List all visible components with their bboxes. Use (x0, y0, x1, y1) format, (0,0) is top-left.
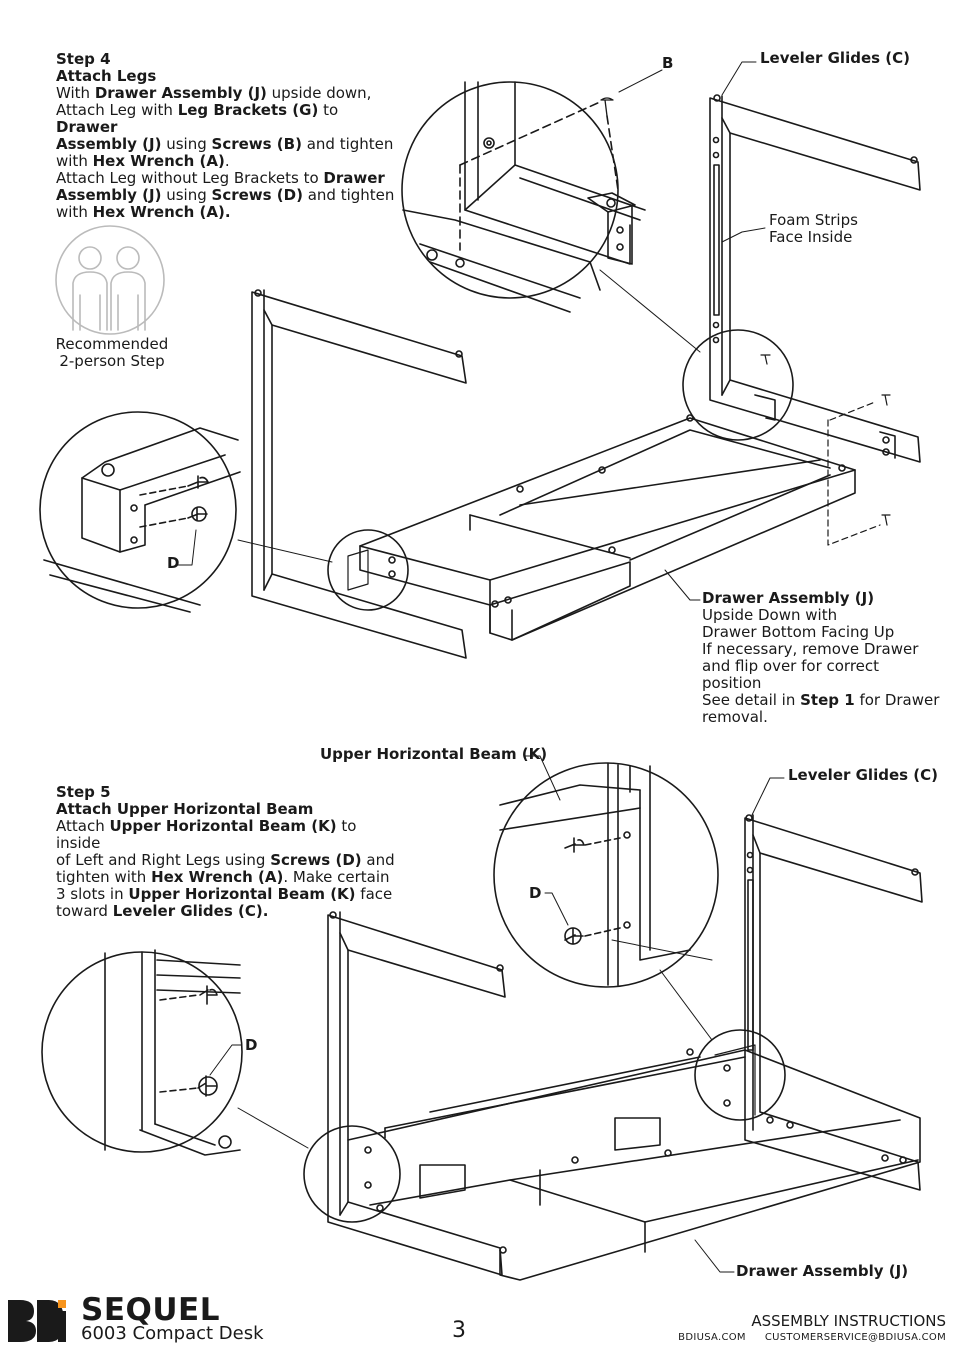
step5-line: Attach Upper Horizontal Beam (K) to insi… (56, 817, 357, 852)
step4-line: with Hex Wrench (A). (56, 152, 230, 170)
detail-circle-left-bracket (327, 529, 409, 611)
detail-circle-right-beam (694, 1029, 786, 1121)
label-upper-beam: Upper Horizontal Beam (K) (320, 745, 548, 763)
step5-line: of Left and Right Legs using Screws (D) … (56, 851, 395, 869)
right-leg-frame (709, 94, 921, 463)
step4-instructions: Step 4 Attach Legs With Drawer Assembly … (56, 51, 396, 221)
label-screw-d-left: D (245, 1036, 258, 1054)
step4-line: with Hex Wrench (A). (56, 203, 231, 221)
left-leg-frame-step5 (327, 911, 506, 1276)
foam-line: Foam Strips (769, 211, 858, 229)
label-leveler-glides-step5: Leveler Glides (C) (788, 766, 938, 784)
drawer-note-line: If necessary, remove Drawer (702, 640, 919, 658)
step4-line: Attach Leg with Leg Brackets (G) to Draw… (56, 101, 339, 136)
page-number: 3 (452, 1318, 466, 1343)
label-leveler-glides: Leveler Glides (C) (760, 49, 910, 67)
label-screw-d-beam: D (529, 884, 542, 902)
step5-line: 3 slots in Upper Horizontal Beam (K) fac… (56, 885, 393, 903)
detail-circle-b (401, 81, 646, 313)
drawer-note-line: removal. (702, 708, 768, 726)
detail-circle-d (39, 411, 241, 613)
step4-line: Attach Leg without Leg Brackets to Drawe… (56, 169, 385, 187)
doc-type: ASSEMBLY INSTRUCTIONS (751, 1312, 946, 1330)
drawer-note-line: Upside Down with (702, 606, 838, 624)
model-name: 6003 Compact Desk (81, 1323, 264, 1344)
step5-line: toward Leveler Glides (C). (56, 902, 269, 920)
foam-strips-note: Foam Strips Face Inside (769, 212, 858, 246)
label-screw-b: B (662, 54, 674, 72)
drawer-note: Drawer Assembly (J) Upside Down with Dra… (702, 590, 942, 726)
detail-circle-left-beam (303, 1125, 401, 1223)
drawer-note-line: and flip over for correct position (702, 657, 880, 692)
website-link[interactable]: BDIUSA.COM (678, 1332, 746, 1343)
step5-line: tighten with Hex Wrench (A). Make certai… (56, 868, 390, 886)
step5-subtitle: Attach Upper Horizontal Beam (56, 800, 314, 818)
left-leg-frame (251, 289, 467, 659)
label-screw-d: D (167, 554, 180, 572)
step5-instructions: Step 5 Attach Upper Horizontal Beam Atta… (56, 784, 396, 920)
label-drawer-assembly-step5: Drawer Assembly (J) (736, 1262, 909, 1280)
drawer-assembly-step4 (359, 414, 856, 641)
two-person-icon (55, 225, 165, 335)
step5-title: Step 5 (56, 783, 111, 801)
step4-line: Assembly (J) using Screws (B) and tighte… (56, 135, 394, 153)
step4-subtitle: Attach Legs (56, 67, 157, 85)
detail-circle-d1 (493, 762, 719, 988)
step4-title: Step 4 (56, 50, 111, 68)
footer-contact: BDIUSA.COM CUSTOMERSERVICE@BDIUSA.COM (678, 1332, 946, 1343)
recommended-note: Recommended 2-person Step (52, 336, 172, 370)
drawer-note-title: Drawer Assembly (J) (702, 589, 875, 607)
recommended-line: Recommended (55, 335, 169, 353)
bdi-logo (8, 1300, 66, 1342)
step4-line: Assembly (J) using Screws (D) and tighte… (56, 186, 395, 204)
drawer-note-line: See detail in Step 1 for Drawer (702, 691, 940, 709)
detail-circle-right-bracket (682, 329, 794, 441)
drawer-assembly-step5 (347, 1048, 921, 1281)
brand-name: SEQUEL (81, 1292, 220, 1328)
foam-line: Face Inside (769, 228, 853, 246)
recommended-line: 2-person Step (59, 352, 165, 370)
screws-step4-right (760, 354, 891, 546)
detail-circle-d2 (41, 949, 243, 1156)
drawer-note-line: Drawer Bottom Facing Up (702, 623, 895, 641)
step4-line: With Drawer Assembly (J) upside down, (56, 84, 372, 102)
right-leg-frame-step5 (744, 814, 923, 1191)
email-link[interactable]: CUSTOMERSERVICE@BDIUSA.COM (764, 1332, 946, 1343)
